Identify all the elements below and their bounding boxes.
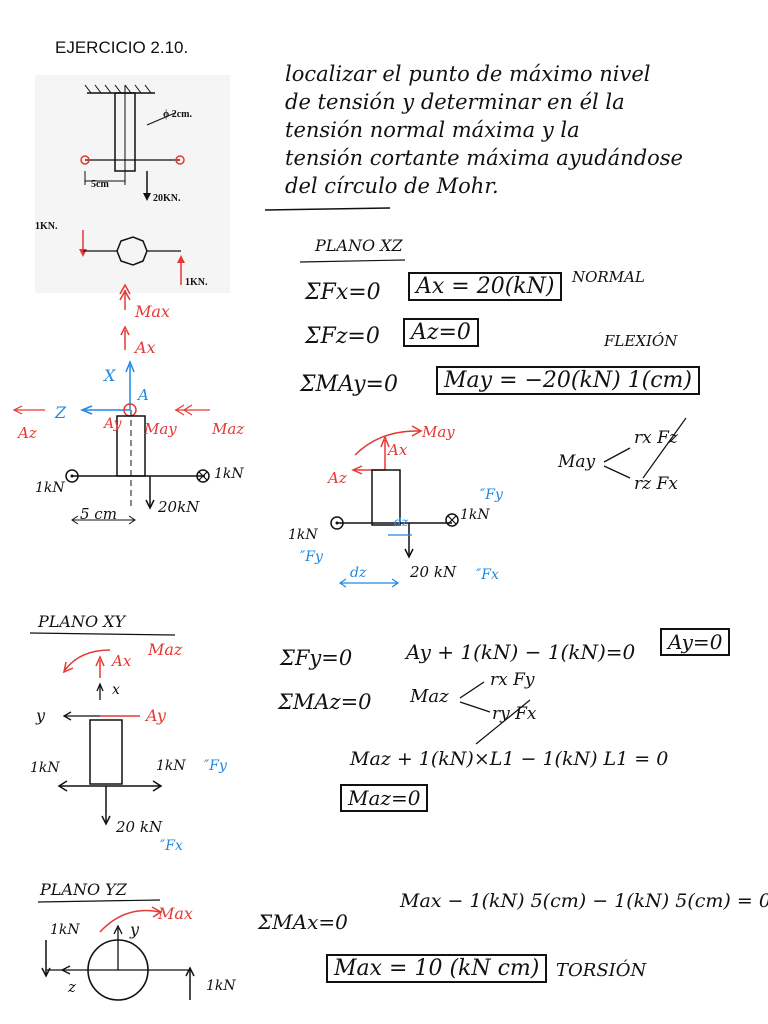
x-axis-label: X [104, 366, 116, 385]
maz-expansion-lines [459, 681, 531, 745]
statement-line-1: localizar el punto de máximo nivel [285, 62, 651, 86]
plano-xy-eq1-body: Ay + 1(kN) − 1(kN)=0 [406, 640, 636, 664]
max-label: Max [135, 302, 170, 321]
statement-line-4: tensión cortante máxima ayudándose [285, 146, 683, 170]
down-force-label: 20kN [158, 498, 200, 516]
middle-fy-left: ″Fy [300, 549, 323, 565]
middle-fy-right: ″Fy [480, 487, 503, 503]
diameter-label: ϕ 2cm. [163, 109, 193, 120]
plano-xy-result2: Maz=0 [340, 784, 429, 812]
yz-y-label: y [130, 920, 140, 939]
plano-xy-drawing [57, 649, 163, 826]
maz-expansion-top: rx Fy [490, 670, 535, 690]
force-right-label: 1KN. [185, 277, 208, 288]
ax-label: Ax [135, 338, 156, 357]
xy-x-label: x [112, 682, 120, 698]
ay-label: Ay [104, 416, 122, 432]
plano-yz-eq: ΣMAx=0 [258, 910, 348, 934]
plano-xz-eq2: ΣFz=0 [305, 324, 380, 349]
problem-statement: localizar el punto de máximo nivel de te… [285, 60, 755, 200]
torsion-note: TORSIÓN [556, 960, 647, 981]
plano-xy-fbd: Ax Maz x y Ay 1kN 1kN ″Fy 20 kN ″Fx [20, 640, 260, 860]
xy-fy-label: ″Fy [204, 758, 227, 774]
length-label: 5cm [91, 179, 109, 190]
plano-xy-heading: PLANO XY [38, 612, 126, 631]
statement-line-3: tensión normal máxima y la [285, 118, 580, 142]
left-fbd: Max Ax X A Z Az Ay May Maz 1kN 1kN 20kN … [0, 280, 260, 540]
plano-yz-result: Max = 10 (kN cm) [326, 954, 548, 983]
right-force-label: 1kN [214, 466, 244, 482]
may-expansion: May rx Fz rz Fx [558, 417, 708, 508]
force-left-label: 1KN. [35, 221, 58, 232]
may-label: May [144, 420, 177, 438]
middle-az-label: Az [328, 469, 347, 487]
left-force-label: 1kN [35, 480, 65, 496]
yz-z-label: z [68, 978, 76, 996]
plano-xy-eq1: ΣFy=0 [280, 646, 353, 670]
plano-xz-eq1: ΣFx=0 [305, 280, 381, 305]
xy-y-label: y [36, 706, 46, 725]
middle-fbd-drawing [330, 425, 459, 588]
page-title: EJERCICIO 2.10. [55, 38, 189, 57]
may-expansion-lines [603, 417, 687, 479]
az-label: Az [18, 424, 37, 442]
statement-line-2: de tensión y determinar en él la [285, 90, 625, 114]
plano-xy-result1: Ay=0 [660, 628, 731, 656]
xy-left-force: 1kN [30, 760, 60, 776]
plano-xz-result1: Ax = 20(kN) [408, 272, 563, 301]
point-a-label: A [138, 386, 149, 404]
problem-figure: ϕ 2cm. 5cm 20KN. 1KN. 1KN. [35, 75, 230, 293]
plano-xz-result3: May = −20(kN) 1(cm) [436, 366, 701, 395]
left-fbd-drawing [12, 283, 210, 525]
normal-note: NORMAL [572, 268, 645, 286]
plano-xy-eq3: Maz + 1(kN)×L1 − 1(kN) L1 = 0 [350, 748, 669, 770]
maz-expansion-left: Maz [410, 686, 449, 707]
may-expansion-top: rx Fz [634, 428, 678, 448]
middle-down-force: 20 kN [410, 563, 457, 581]
yz-right-force: 1kN [206, 978, 236, 994]
middle-right-force: 1kN [460, 507, 490, 523]
plano-yz-fbd: 1kN y Max z 1kN [20, 900, 250, 1010]
plano-xz-heading: PLANO XZ [315, 236, 403, 255]
plano-xz-result2: Az=0 [403, 318, 479, 347]
dimension-label: 5 cm [80, 505, 117, 523]
yz-max-label: Max [158, 904, 193, 923]
xy-fx-label: ″Fx [160, 838, 183, 854]
xy-ay-label: Ay [146, 706, 166, 725]
middle-dz-bottom: dz [350, 565, 367, 581]
problem-diagram [79, 84, 185, 285]
middle-dz-inner: dz [394, 515, 409, 529]
middle-ax-label: Ax [388, 441, 408, 459]
maz-expansion: Maz rx Fy ry Fx [410, 670, 570, 750]
xy-down-force: 20 kN [116, 818, 163, 836]
middle-left-force: 1kN [288, 527, 318, 543]
middle-fx: ″Fx [476, 567, 499, 583]
yz-left-force: 1kN [50, 922, 80, 938]
middle-fbd: May Ax Az 1kN 1kN ″Fy ″Fy dz dz 20 kN ″F… [280, 415, 520, 595]
may-expansion-bottom: rz Fx [634, 474, 678, 494]
xy-maz-label: Maz [148, 640, 183, 659]
plano-yz-drawing [41, 906, 195, 1001]
z-axis-label: Z [55, 403, 67, 422]
plano-xz-eq3: ΣMAy=0 [300, 372, 398, 397]
plano-yz-heading: PLANO YZ [40, 880, 127, 899]
plano-yz-eq-body: Max − 1(kN) 5(cm) − 1(kN) 5(cm) = 0 [400, 890, 768, 912]
xy-right-force: 1kN [156, 758, 186, 774]
plano-xy-eq2: ΣMAz=0 [278, 690, 372, 714]
force-down-label: 20KN. [153, 193, 181, 204]
maz-label: Maz [212, 420, 245, 438]
statement-line-5: del círculo de Mohr. [285, 174, 499, 198]
flexion-note: FLEXIÓN [604, 332, 678, 350]
xy-ax-label: Ax [112, 652, 132, 670]
may-expansion-left: May [558, 452, 596, 472]
maz-expansion-bottom: ry Fx [492, 704, 537, 724]
middle-may-label: May [422, 423, 455, 441]
